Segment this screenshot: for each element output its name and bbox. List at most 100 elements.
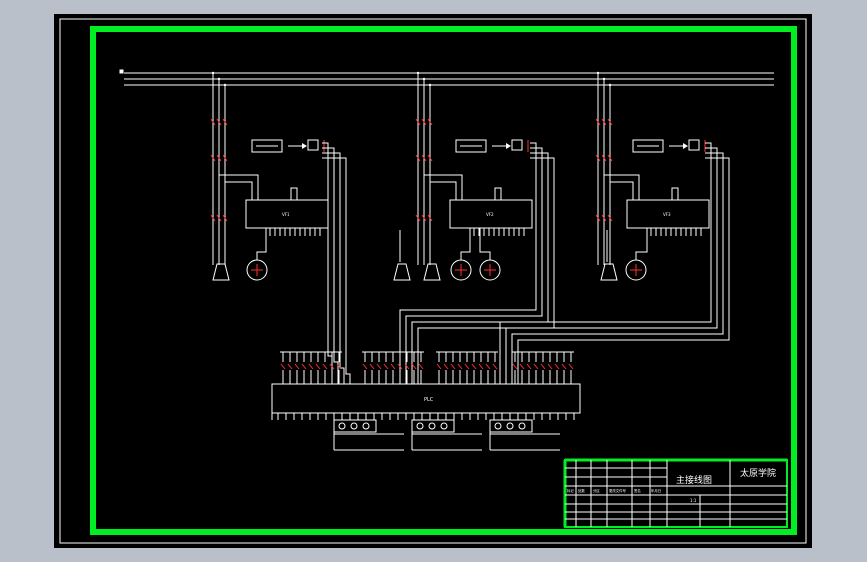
breaker-contact [421,154,427,162]
input-contact [547,363,553,370]
breaker-contact [421,118,427,126]
control-wire-1-2 [322,147,339,384]
vfd-block [449,199,533,229]
bus-junction [211,71,215,75]
drive-feed [430,181,457,200]
breaker-contact [427,154,433,162]
output-group-2 [411,419,482,451]
fan-1 [212,230,230,281]
input-contact [485,363,491,370]
control-wire-2-2 [405,147,543,384]
input-contact [308,363,314,370]
fan-symbol [212,263,230,281]
bus-junction [223,83,227,87]
motor-symbol [450,259,472,281]
motor-2 [479,228,501,281]
main-bus [119,69,774,86]
output-group-1 [333,419,404,451]
motor-symbol [479,259,501,281]
bus-junction [596,71,600,75]
input-contact [436,363,442,370]
breaker-contact [210,118,216,126]
fan-2 [423,230,441,281]
fan-symbol [393,263,411,281]
input-contact [411,363,417,370]
input-group-1 [280,351,342,384]
plc-block: PLC [271,383,581,414]
output-lamp [506,422,514,430]
motor-feed [460,228,471,260]
control-wire-3-4 [517,157,730,384]
breaker-contact [427,214,433,222]
vfd-label: VF1 [282,212,290,217]
signal-terminal [307,139,319,151]
input-contact [287,363,293,370]
input-contact [478,363,484,370]
input-contact [301,363,307,370]
input-contact [369,363,375,370]
vfd-relay [671,187,679,201]
arrow-head [683,143,688,149]
breaker-contact [595,118,601,126]
input-contact [390,363,396,370]
motor-branch-2: VF2 [393,71,533,281]
control-wire-2-4 [417,157,555,384]
motor-1 [246,228,268,281]
breaker-contact [607,214,613,222]
title-block-cell: 签名 [634,488,641,493]
vfd-label: VF2 [486,212,494,217]
arrow-head [302,143,307,149]
breaker-contact [421,214,427,222]
control-wire-3-2 [505,147,718,384]
drive-feed [219,174,259,200]
input-contact [568,363,574,370]
input-contact [526,363,532,370]
input-group-4 [512,351,574,384]
title-block-cell: 更改文件号 [609,488,627,493]
motor-symbol [625,259,647,281]
bus-junction [217,77,221,81]
vfd-block [626,199,710,229]
signal-terminal [688,139,700,151]
vfd-relay [290,187,298,201]
breaker-contact [607,118,613,126]
control-wire-1-1 [322,142,333,384]
drawing-title: 主接线图 [676,474,712,486]
school-name: 太原学院 [740,467,776,479]
fan-1 [393,230,411,281]
title-block-cell: 标记 [567,488,574,493]
vfd-relay [494,187,502,201]
drive-feed [610,181,634,200]
input-contact [457,363,463,370]
breaker-contact [607,154,613,162]
input-contact [492,363,498,370]
breaker-contact [427,118,433,126]
control-wire-1-4 [322,157,351,384]
motor-feed [479,228,491,260]
output-lamp [416,422,424,430]
motor-branch-3: VF3 [595,71,710,281]
breaker-contact [601,154,607,162]
output-lamp [494,422,502,430]
output-relay-row [333,419,377,433]
output-lamp [350,422,358,430]
input-contact [519,363,525,370]
scale-label: 1:1 [690,498,697,503]
breaker-contact [415,154,421,162]
title-block: 主接线图 太原学院 1:1 标记处数分区更改文件号签名年月日 [563,458,788,528]
output-group-3 [489,419,560,451]
input-contact [540,363,546,370]
input-contact [383,363,389,370]
drive-feed [424,174,463,200]
breaker-contact [222,118,228,126]
plc-io-terminals [271,351,575,451]
input-contact [554,363,560,370]
input-group-3 [436,351,498,384]
input-contact [397,363,403,370]
motor-feed [256,228,267,260]
fan-1 [600,230,618,281]
input-contact [376,363,382,370]
input-contact [464,363,470,370]
